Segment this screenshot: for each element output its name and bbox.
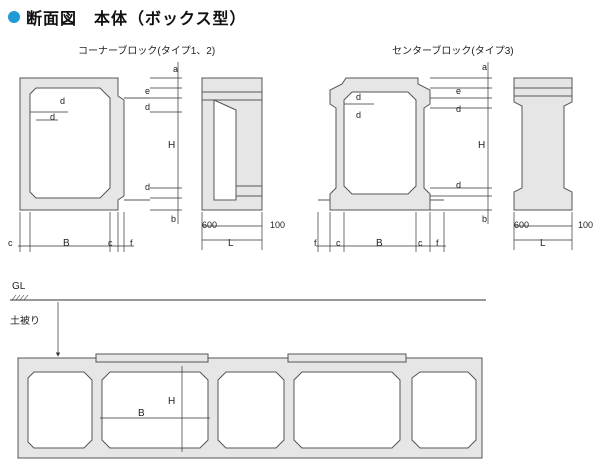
center-dim-B: B xyxy=(376,238,383,249)
center-dim-d-inner-h: d xyxy=(356,110,361,120)
center-dim-c-left: c xyxy=(336,238,341,248)
dim-B: B xyxy=(63,238,70,249)
cell-3 xyxy=(217,371,285,449)
page-title: 断面図 本体（ボックス型） xyxy=(26,11,247,28)
dim-a: a xyxy=(173,64,178,74)
dim-c-left: c xyxy=(8,238,13,248)
dim-H: H xyxy=(168,140,175,151)
center-dim-600: 600 xyxy=(514,220,529,230)
dim-L: L xyxy=(228,238,234,249)
center-dim-d-inner: d xyxy=(356,92,361,102)
center-dim-f-right: f xyxy=(436,238,439,248)
dim-d: d xyxy=(145,102,150,112)
center-block-caption: センターブロック(タイプ3) xyxy=(392,46,514,57)
center-dim-a: a xyxy=(482,62,487,72)
assembled-box-culvert xyxy=(17,353,483,459)
center-dim-L: L xyxy=(540,238,546,249)
center-dim-b: b xyxy=(482,214,487,224)
dim-d-inner: d xyxy=(60,96,65,106)
ground-level-label: GL xyxy=(12,281,26,292)
center-dim-100: 100 xyxy=(578,220,593,230)
center-dim-e: e xyxy=(456,86,461,96)
row-dim-H: H xyxy=(168,396,175,407)
cover-depth-label: 土被り xyxy=(10,314,40,327)
center-block-front xyxy=(318,77,444,211)
bullet-icon xyxy=(8,11,20,23)
center-dim-c-right: c xyxy=(418,238,423,248)
dim-f: f xyxy=(130,238,133,248)
center-dim-f-left: f xyxy=(314,238,317,248)
row-dim-B: B xyxy=(138,408,145,419)
cell-5 xyxy=(411,371,477,449)
ground-hatch xyxy=(11,294,29,301)
corner-block-caption: コーナーブロック(タイプ1、2) xyxy=(78,46,216,57)
dim-600: 600 xyxy=(202,220,217,230)
cell-2 xyxy=(101,371,209,449)
corner-block-side xyxy=(201,77,263,250)
center-dim-H: H xyxy=(478,140,485,151)
center-block-side xyxy=(513,77,573,250)
center-dimensions xyxy=(316,62,492,252)
center-dim-d: d xyxy=(456,104,461,114)
dim-b: b xyxy=(171,214,176,224)
dim-e: e xyxy=(145,86,150,96)
dim-d-lower: d xyxy=(145,182,150,192)
section-heading: 断面図 本体（ボックス型） xyxy=(8,6,247,28)
dim-c-right: c xyxy=(108,238,113,248)
cell-4 xyxy=(293,371,401,449)
dim-d-inner-h: d xyxy=(50,112,55,122)
cell-1 xyxy=(27,371,93,449)
corner-dimensions xyxy=(18,62,182,252)
center-dim-d-lower: d xyxy=(456,180,461,190)
corner-block-front xyxy=(19,77,150,211)
dim-100: 100 xyxy=(270,220,285,230)
